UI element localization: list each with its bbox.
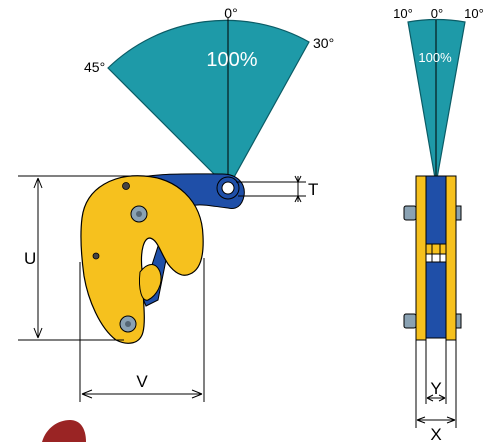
inner-yellow-band	[425, 243, 447, 255]
bolt-head-upper-left	[403, 205, 417, 221]
dimension-t	[236, 175, 306, 203]
dimension-label-v: V	[136, 372, 148, 391]
dimension-x	[415, 340, 457, 428]
angle-label-right: 30°	[313, 35, 334, 51]
bolt-top-small	[122, 182, 130, 190]
dimension-v	[79, 258, 205, 402]
dimension-u	[18, 175, 130, 341]
dimension-label-y: Y	[430, 379, 441, 398]
lifting-eye-hole	[221, 181, 235, 195]
dimension-label-x: X	[430, 425, 441, 442]
bolt-upper-core	[136, 211, 142, 217]
front-view: 10° 0° 10° 100% Y X	[393, 6, 484, 442]
bolt-middle	[92, 252, 100, 260]
dimension-label-u: U	[24, 249, 36, 268]
dimension-label-t: T	[308, 180, 318, 199]
angle-label-center: 0°	[224, 5, 237, 21]
bolt-head-lower-left	[403, 313, 417, 329]
clamp-body	[80, 175, 204, 344]
front-angle-label-left: 10°	[393, 6, 413, 21]
front-capacity-label: 100%	[418, 50, 452, 65]
dimension-y	[425, 338, 447, 404]
bolt-lower-core	[125, 321, 131, 327]
angle-sector	[107, 19, 310, 189]
bolt-head-lower-right	[455, 313, 462, 329]
side-plate-right	[445, 175, 457, 341]
bolt-head-upper-right	[455, 205, 462, 221]
side-view: 0° 30° 45° 100% U	[18, 5, 334, 402]
brand-logo-partial	[42, 420, 86, 442]
angle-label-left: 45°	[84, 59, 105, 75]
inner-jaw-lower	[425, 261, 447, 339]
inner-arm-upper	[425, 175, 447, 245]
capacity-label: 100%	[206, 49, 257, 71]
front-angle-label-right: 10°	[464, 6, 484, 21]
side-plate-left	[415, 175, 427, 341]
front-angle-label-center: 0°	[431, 6, 443, 21]
clamp-cam	[139, 264, 162, 301]
